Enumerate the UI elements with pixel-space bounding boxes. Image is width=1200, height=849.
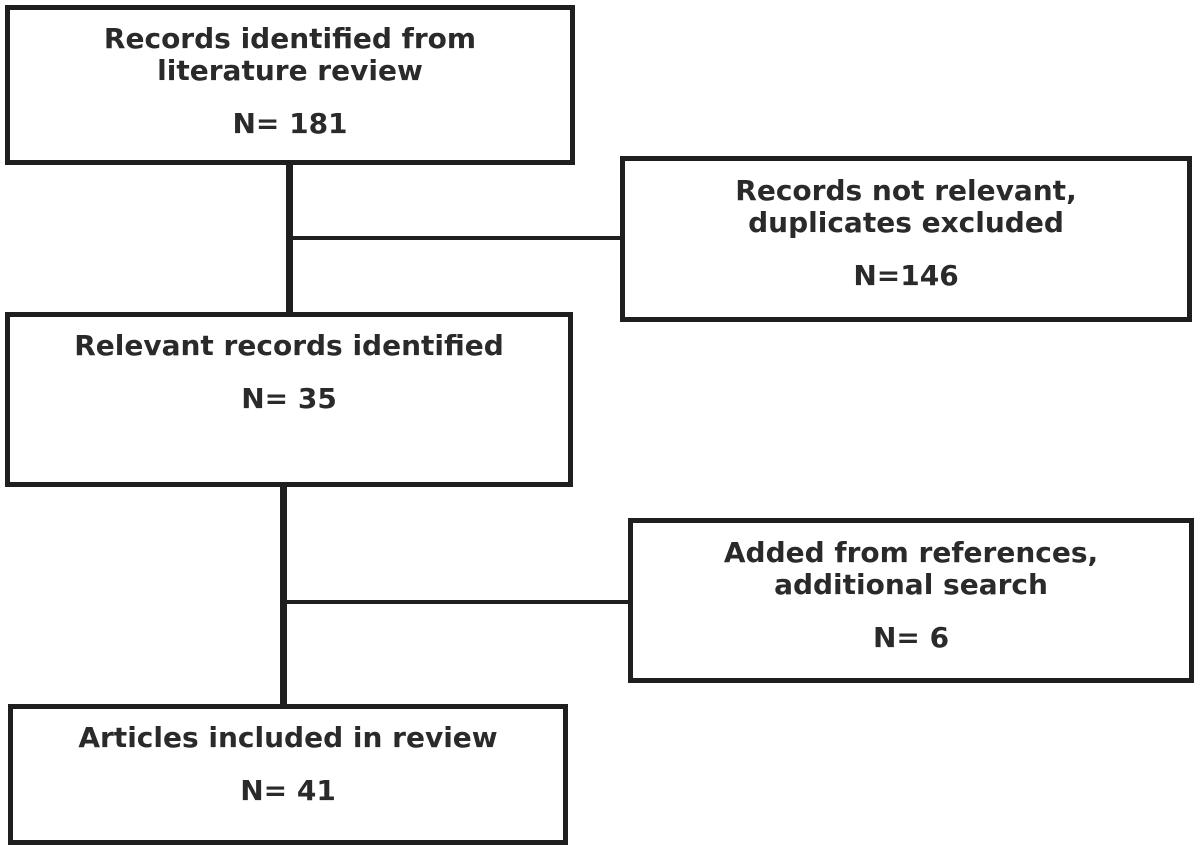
flow-box-added-references: Added from references, additional search… [628, 518, 1194, 683]
flow-box-records-identified: Records identified from literature revie… [5, 5, 575, 165]
box-label: Articles included in review [78, 721, 498, 754]
box-count: N= 6 [872, 621, 950, 654]
box-count: N= 181 [232, 107, 348, 140]
box-count: N=146 [853, 259, 959, 292]
box-label: Records identified from literature revie… [103, 22, 477, 87]
connector-vertical-box3-to-box5 [280, 487, 287, 705]
flow-box-records-excluded: Records not relevant, duplicates exclude… [620, 156, 1192, 322]
connector-vertical-box1-to-box3 [286, 165, 293, 313]
box-label: Added from references, additional search [723, 536, 1099, 601]
box-count: N= 35 [241, 382, 337, 415]
connector-horizontal-to-excluded-box [293, 236, 620, 240]
box-count: N= 41 [240, 774, 336, 807]
box-label: Records not relevant, duplicates exclude… [735, 174, 1077, 239]
connector-horizontal-to-added-box [287, 600, 628, 604]
flow-box-relevant-records: Relevant records identified N= 35 [5, 312, 573, 487]
box-label: Relevant records identified [74, 329, 504, 362]
flow-box-articles-included: Articles included in review N= 41 [8, 704, 568, 845]
